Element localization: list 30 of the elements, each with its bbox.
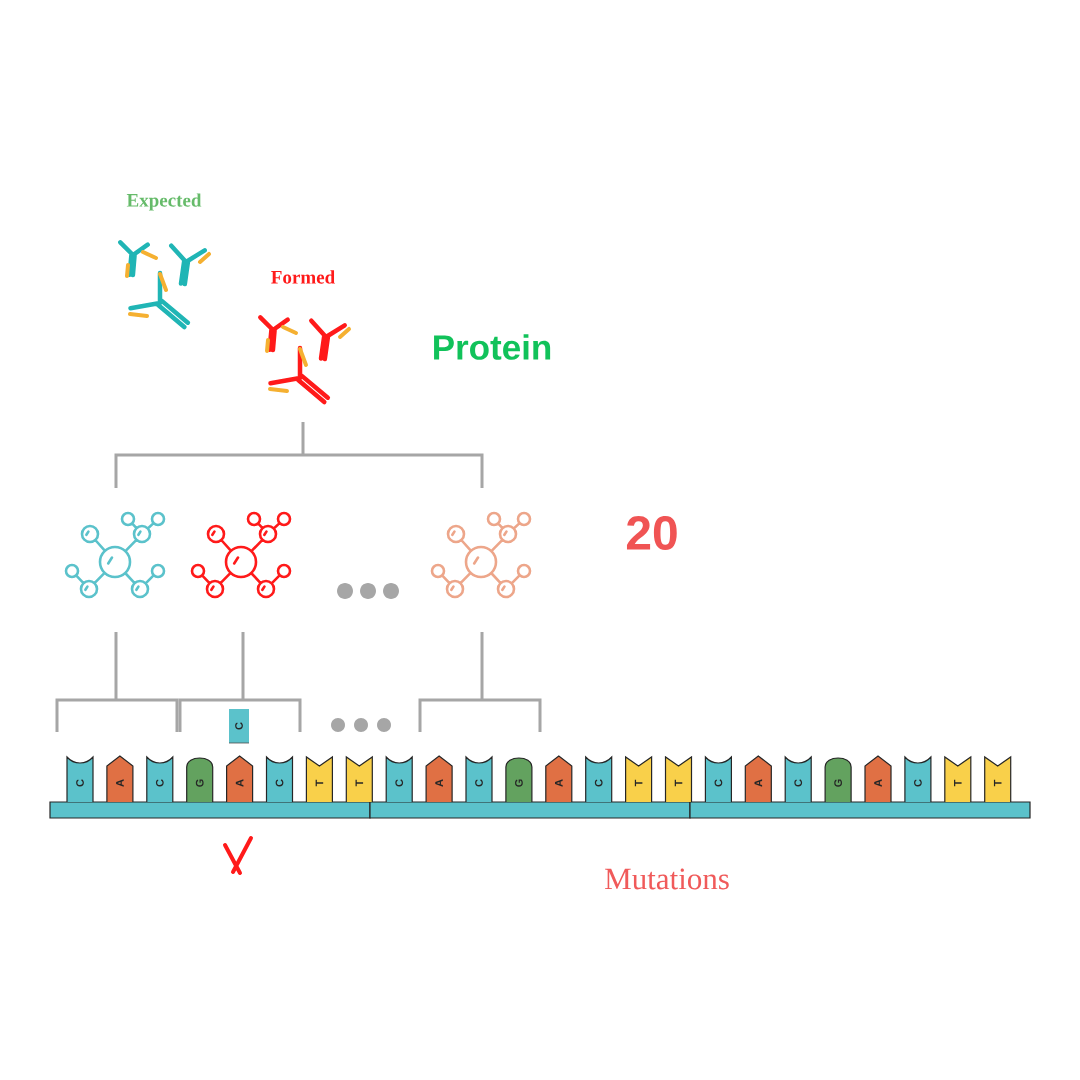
nucleotide: A xyxy=(744,755,772,803)
nucleotide: A xyxy=(545,755,573,803)
nucleotide: T xyxy=(305,755,333,803)
nucleotide: A xyxy=(226,755,254,803)
nucleotide: T xyxy=(984,755,1012,803)
nucleotide: C xyxy=(585,756,613,803)
nucleotide: T xyxy=(625,755,653,803)
nucleotide: C xyxy=(784,756,812,803)
nucleotide: G xyxy=(824,757,852,803)
count-number: 20 xyxy=(626,516,677,550)
nucleotide: C xyxy=(465,756,493,803)
nucleotide: T xyxy=(944,755,972,803)
nucleotide: C xyxy=(385,756,413,803)
nucleotide: C xyxy=(146,756,174,803)
nucleotide: A xyxy=(106,755,134,803)
label-text: Formed xyxy=(271,270,335,284)
nucleotide: A xyxy=(864,755,892,803)
nucleotide: C xyxy=(228,709,250,744)
nucleotide: T xyxy=(664,755,693,803)
nucleotide: C xyxy=(704,756,732,803)
nucleotide: A xyxy=(425,755,453,803)
nucleotide: G xyxy=(505,757,533,803)
nucleotide: T xyxy=(345,755,373,803)
label-text: Expected xyxy=(126,193,202,211)
nucleotide: G xyxy=(186,757,214,803)
heading: Protein xyxy=(434,334,551,360)
nucleotide: C xyxy=(904,756,932,803)
nucleotide: C xyxy=(66,756,94,803)
heading: Mutations xyxy=(605,868,729,890)
nucleotide: C xyxy=(265,756,294,803)
